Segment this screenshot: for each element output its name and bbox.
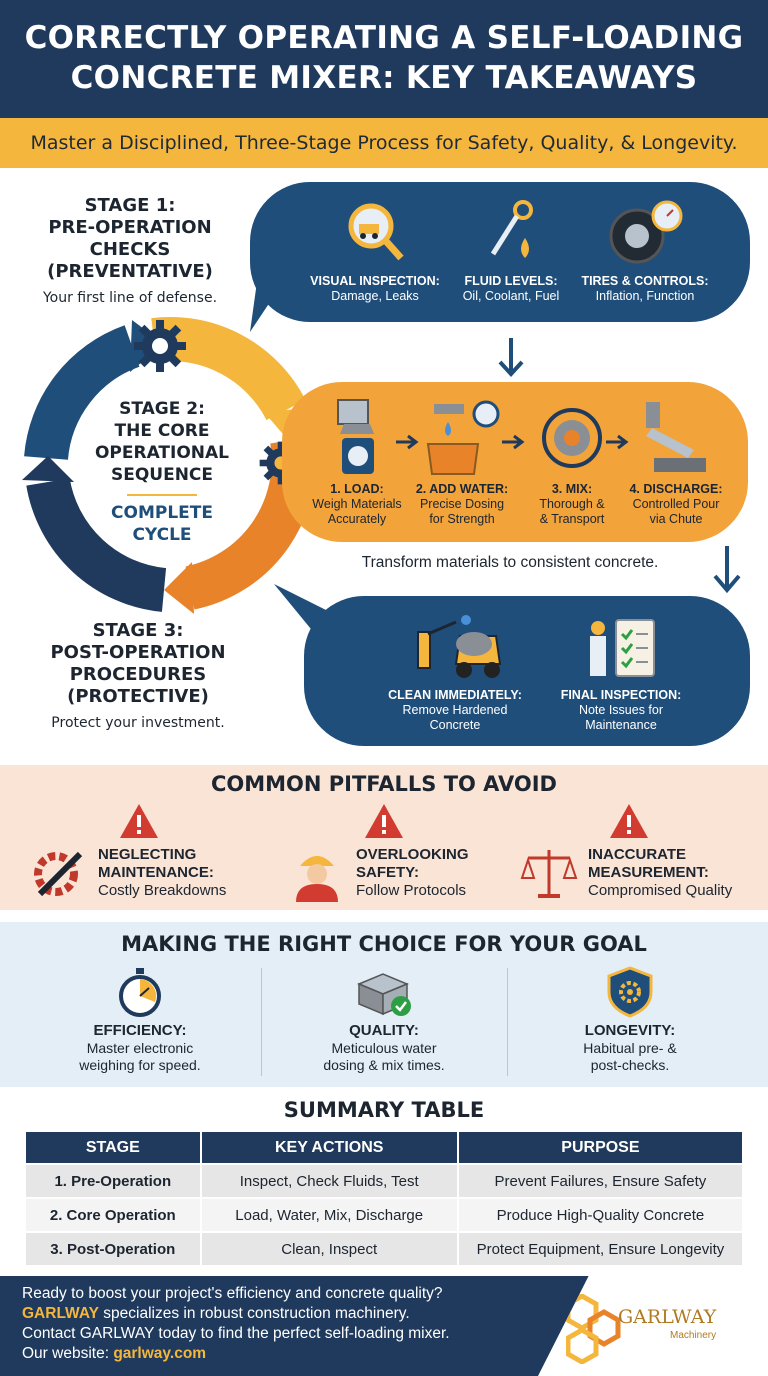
clean-immediately-item: CLEAN IMMEDIATELY: Remove Hardened Concr… bbox=[370, 614, 540, 733]
table-cell: Inspect, Check Fluids, Test bbox=[199, 1163, 459, 1199]
table-header-row: STAGE KEY ACTIONS PURPOSE bbox=[24, 1130, 745, 1165]
stage2-caption: Transform materials to consistent concre… bbox=[361, 554, 659, 571]
mixing-drum-icon bbox=[542, 408, 602, 468]
hardhat-worker-icon bbox=[296, 856, 338, 902]
tire-gauge-icon bbox=[609, 200, 683, 264]
table-cell: Clean, Inspect bbox=[199, 1231, 459, 1267]
goal-efficiency: EFFICIENCY: Master electronic weighing f… bbox=[40, 966, 240, 1074]
final-inspection-item: FINAL INSPECTION: Note Issues for Mainte… bbox=[548, 614, 694, 733]
divider bbox=[127, 494, 197, 496]
logo-name: GARLWAY bbox=[618, 1306, 717, 1328]
header: CORRECTLY OPERATING A SELF-LOADING CONCR… bbox=[0, 0, 768, 118]
table-row: 3. Post-Operation Clean, Inspect Protect… bbox=[24, 1231, 745, 1267]
goal-quality: QUALITY: Meticulous water dosing & mix t… bbox=[284, 966, 484, 1074]
discharge-step: 4. DISCHARGE: Controlled Pour via Chute bbox=[620, 394, 732, 527]
footer-text: Ready to boost your project's efficiency… bbox=[22, 1285, 450, 1362]
warning-icon bbox=[120, 804, 158, 838]
add-water-step: 2. ADD WATER: Precise Dosing for Strengt… bbox=[410, 394, 514, 527]
hexagon-logo-icon bbox=[566, 1294, 621, 1364]
divider bbox=[507, 968, 508, 1076]
page-title: CORRECTLY OPERATING A SELF-LOADING CONCR… bbox=[24, 20, 744, 96]
step-arrow-icon bbox=[502, 434, 525, 450]
step-arrow-icon bbox=[606, 434, 629, 450]
logo-panel: GARLWAY Machinery bbox=[538, 1276, 768, 1376]
clipboard-checklist-icon bbox=[590, 619, 655, 677]
load-step: 1. LOAD: Weigh Materials Accurately bbox=[302, 394, 412, 527]
concrete-block-check-icon bbox=[357, 973, 411, 1016]
subtitle-bar: Master a Disciplined, Three-Stage Proces… bbox=[0, 118, 768, 168]
table-cell: 1. Pre-Operation bbox=[24, 1163, 202, 1199]
page-subtitle: Master a Disciplined, Three-Stage Proces… bbox=[30, 132, 738, 154]
arrow-down-icon bbox=[498, 338, 524, 377]
summary-table: STAGE KEY ACTIONS PURPOSE 1. Pre-Operati… bbox=[24, 1130, 745, 1267]
stage1-heading: STAGE 1: PRE-OPERATION CHECKS (PREVENTAT… bbox=[42, 195, 218, 306]
fluid-levels-item: FLUID LEVELS: Oil, Coolant, Fuel bbox=[448, 198, 574, 304]
table-cell: 3. Post-Operation bbox=[24, 1231, 202, 1267]
mix-step: 3. MIX: Thorough & & Transport bbox=[520, 394, 624, 527]
gear-icon bbox=[134, 320, 186, 372]
dipstick-drop-icon bbox=[490, 200, 533, 258]
visual-inspection-item: VISUAL INSPECTION: Damage, Leaks bbox=[300, 198, 450, 304]
logo-sub: Machinery bbox=[670, 1330, 717, 1341]
brand-name: GARLWAY bbox=[22, 1305, 99, 1322]
table-cell: Load, Water, Mix, Discharge bbox=[199, 1197, 459, 1233]
stage2-title: STAGE 2: THE CORE OPERATIONAL SEQUENCE C… bbox=[94, 399, 230, 545]
goals-title: MAKING THE RIGHT CHOICE FOR YOUR GOAL bbox=[121, 932, 647, 956]
bubble-pointer-icon bbox=[274, 584, 338, 640]
balance-scale-icon bbox=[520, 850, 578, 898]
table-cell: Protect Equipment, Ensure Longevity bbox=[456, 1231, 745, 1267]
table-cell: Produce High-Quality Concrete bbox=[456, 1197, 745, 1233]
stage3-bubble bbox=[304, 596, 750, 746]
table-cell: 2. Core Operation bbox=[24, 1197, 202, 1233]
table-cell: Prevent Failures, Ensure Safety bbox=[456, 1163, 745, 1199]
goal-longevity: LONGEVITY: Habitual pre- & post-checks. bbox=[530, 966, 730, 1074]
bubble-pointer-icon bbox=[250, 260, 298, 332]
table-header: STAGE bbox=[24, 1130, 202, 1165]
faucet-tank-icon bbox=[426, 400, 500, 475]
warning-icon bbox=[365, 804, 403, 838]
arrow-down-icon bbox=[713, 546, 741, 594]
stage3-heading: STAGE 3: POST-OPERATION PROCEDURES (PROT… bbox=[50, 620, 226, 731]
table-header: KEY ACTIONS bbox=[199, 1130, 459, 1165]
website-link[interactable]: garlway.com bbox=[113, 1345, 207, 1362]
warning-icon bbox=[610, 804, 648, 838]
pressure-washer-icon bbox=[417, 615, 502, 678]
table-row: 1. Pre-Operation Inspect, Check Fluids, … bbox=[24, 1163, 745, 1199]
scale-bucket-icon bbox=[337, 399, 374, 474]
shield-gear-icon bbox=[607, 966, 653, 1018]
chute-pour-icon bbox=[646, 402, 706, 472]
pitfalls-title: COMMON PITFALLS TO AVOID bbox=[210, 772, 557, 796]
table-header: PURPOSE bbox=[456, 1130, 745, 1165]
stopwatch-icon bbox=[119, 968, 161, 1017]
summary-title: SUMMARY TABLE bbox=[283, 1098, 485, 1122]
footer: Ready to boost your project's efficiency… bbox=[0, 1276, 768, 1376]
step-arrow-icon bbox=[396, 434, 419, 450]
tires-controls-item: TIRES & CONTROLS: Inflation, Function bbox=[574, 198, 716, 304]
divider bbox=[261, 968, 262, 1076]
gear-wrench-icon bbox=[34, 851, 83, 897]
magnifier-mixer-icon bbox=[348, 203, 404, 261]
table-row: 2. Core Operation Load, Water, Mix, Disc… bbox=[24, 1197, 745, 1233]
